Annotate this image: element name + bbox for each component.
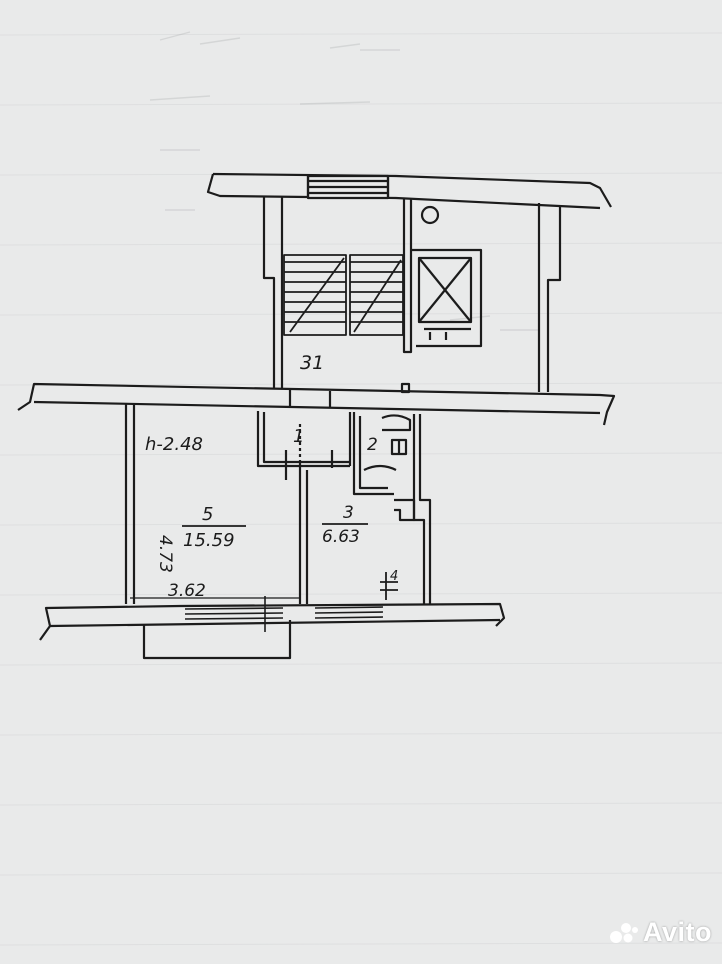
- balcony: [142, 620, 292, 660]
- stair-block: [206, 172, 612, 392]
- corridor-wall: [17, 382, 616, 426]
- hall-label: 1: [293, 426, 304, 447]
- stove-mark: 4: [390, 569, 398, 584]
- room-length-dimension: 4.73: [155, 535, 175, 573]
- avito-brand-text: Avito: [643, 917, 712, 947]
- plan-labels: 31 1 2 h-2.48 5 15.59 3 6.63 4.73 3.62 4: [145, 352, 398, 601]
- top-window: [306, 174, 390, 200]
- stair-section-label: 31: [300, 352, 324, 374]
- avito-logo-icon: [610, 922, 638, 943]
- living-room-number: 5: [202, 504, 213, 525]
- ceiling-height-label: h-2.48: [145, 434, 203, 455]
- living-room-area: 15.59: [183, 530, 235, 551]
- kitchen-area: 6.63: [322, 527, 360, 547]
- bathroom: [352, 412, 416, 522]
- room-width-dimension: 3.62: [168, 581, 206, 601]
- stove-symbol: [380, 572, 398, 600]
- bleed-through-marks: [149, 31, 540, 331]
- apartment: [39, 404, 506, 660]
- stair-flights: [283, 254, 404, 336]
- kitchen-number: 3: [343, 503, 354, 523]
- avito-watermark: Avito: [609, 917, 712, 948]
- bottom-windows: [184, 596, 384, 632]
- bathroom-label: 2: [367, 435, 378, 455]
